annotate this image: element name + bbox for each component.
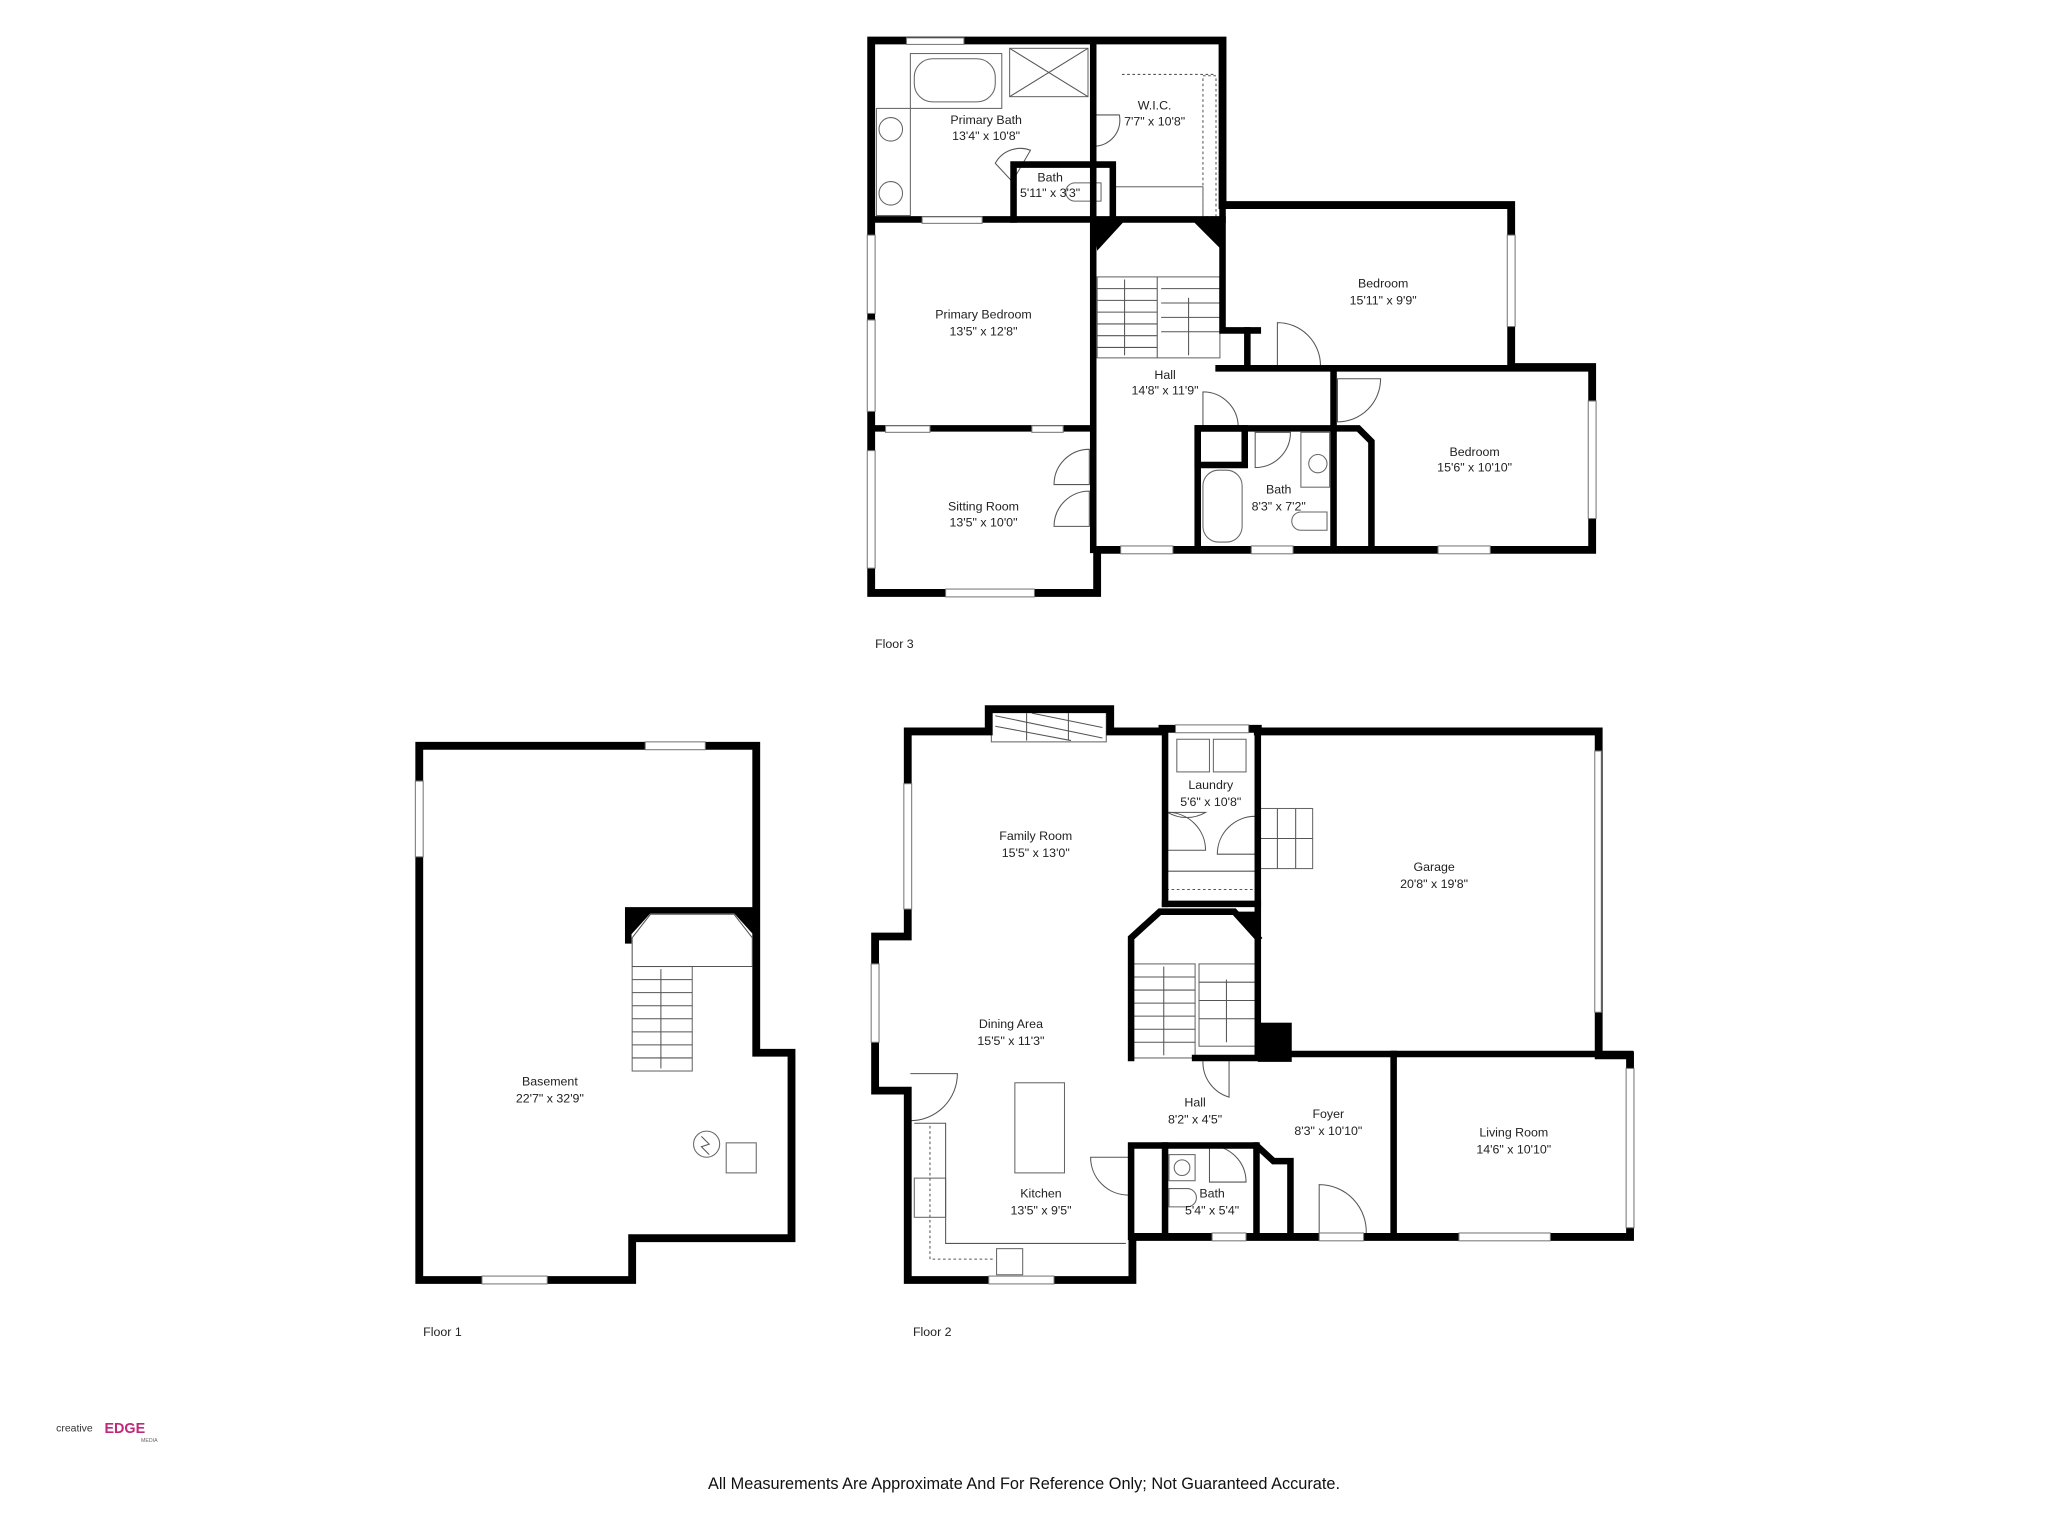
room-size: 15'11" x 9'9": [1350, 293, 1417, 307]
room-name: Dining Area: [979, 1017, 1043, 1031]
door-swing: [910, 1073, 958, 1122]
windows: [866, 37, 1597, 598]
room-size: 5'6" x 10'8": [1180, 795, 1241, 809]
door-swing: [1254, 431, 1291, 469]
staircase: [1096, 276, 1221, 359]
bathtub-icon: [1202, 469, 1243, 543]
sink-icon: [878, 117, 904, 142]
room-size: 13'5" x 9'5": [1010, 1204, 1071, 1218]
room-name: Foyer: [1312, 1107, 1344, 1121]
walls: [415, 741, 796, 1284]
room-size: 13'5" x 12'8": [950, 325, 1018, 339]
room-name: Primary Bedroom: [935, 308, 1031, 322]
room-size: 15'5" x 13'0": [1002, 846, 1070, 860]
shower-icon: [1009, 47, 1089, 98]
room-name: Garage: [1413, 860, 1454, 874]
door-swing: [1276, 322, 1322, 367]
room-name: Hall: [1154, 368, 1175, 382]
toilet-icon: [1291, 511, 1328, 531]
floor-label: Floor 3: [875, 637, 914, 651]
room-size: 5'11" x 3'3": [1020, 186, 1080, 200]
door-swing: [1053, 448, 1090, 486]
furnace-icon: [725, 1142, 757, 1174]
room-name: Bath: [1199, 1187, 1225, 1201]
logo-text: MEDIA: [141, 1438, 158, 1444]
door-swing: [1318, 1184, 1367, 1235]
room-name: Hall: [1184, 1095, 1205, 1109]
room-name: Living Room: [1479, 1125, 1548, 1139]
floor-1-plan: Basement 22'7" x 32'9" Floor 1: [414, 741, 796, 1339]
room-name: Bath: [1037, 171, 1063, 185]
room-name: Family Room: [999, 829, 1072, 843]
room-name: Sitting Room: [948, 500, 1019, 514]
garage-steps: [1259, 807, 1314, 870]
door-swing: [994, 147, 1032, 183]
sink-icon: [1173, 1159, 1191, 1177]
room-name: Primary Bath: [950, 113, 1022, 127]
logo-text: creative: [56, 1424, 93, 1435]
room-size: 22'7" x 32'9": [516, 1091, 584, 1105]
disclaimer: All Measurements Are Approximate And For…: [708, 1475, 1340, 1493]
washer-icon: [1176, 738, 1210, 773]
dryer-icon: [1212, 738, 1247, 773]
room-size: 8'2" x 4'5": [1168, 1112, 1222, 1126]
door-swing: [1202, 1060, 1230, 1098]
fireplace-icon: [990, 710, 1107, 743]
room-size: 15'6" x 10'10": [1437, 461, 1512, 475]
sink-icon: [996, 1248, 1024, 1276]
toilet-icon: [1168, 1188, 1197, 1208]
room-size: 8'3" x 7'2": [1252, 500, 1306, 514]
sink-icon: [1308, 454, 1328, 474]
room-size: 7'7" x 10'8": [1124, 114, 1185, 128]
room-size: 20'8" x 19'8": [1400, 877, 1468, 891]
room-size: 14'8" x 11'9": [1132, 383, 1199, 397]
room-size: 5'4" x 5'4": [1185, 1204, 1239, 1218]
door-swing: [1202, 391, 1239, 428]
room-name: Kitchen: [1020, 1187, 1061, 1201]
room-size: 13'4" x 10'8": [952, 129, 1020, 143]
creative-edge-media-logo: creative EDGE MEDIA: [56, 1421, 158, 1444]
closet-shelf: [1113, 186, 1204, 219]
windows: [414, 741, 706, 1285]
door-swing: [1216, 815, 1256, 855]
room-size: 14'6" x 10'10": [1476, 1142, 1551, 1156]
door-swing: [1053, 490, 1090, 527]
room-name: Basement: [522, 1074, 578, 1088]
floor-label: Floor 2: [913, 1325, 952, 1339]
door-swing: [1167, 811, 1208, 819]
floor-2-plan: Family Room 15'5" x 13'0" Laundry 5'6" x…: [870, 705, 1635, 1339]
bathtub-basin: [913, 58, 996, 103]
room-size: 15'5" x 11'3": [977, 1034, 1044, 1048]
door-swing: [1090, 1156, 1129, 1196]
room-size: 13'5" x 10'0": [950, 515, 1018, 529]
room-name: Bedroom: [1449, 445, 1499, 459]
staircase: [1131, 963, 1259, 1059]
sink-icon: [878, 181, 904, 206]
staircase: [631, 966, 757, 1072]
room-name: Bath: [1266, 483, 1292, 497]
floor-label: Floor 1: [423, 1325, 462, 1339]
room-size: 8'3" x 10'10": [1294, 1124, 1362, 1138]
door-swing: [1167, 811, 1207, 851]
door-swing: [1336, 378, 1382, 423]
room-name: W.I.C.: [1138, 99, 1172, 113]
closet-shelf: [1202, 75, 1217, 218]
door-swing: [1093, 114, 1121, 147]
kitchen-island: [1014, 1082, 1066, 1174]
floor-3-plan: Primary Bath 13'4" x 10'8" W.I.C. 7'7" x…: [866, 36, 1597, 651]
room-name: Laundry: [1188, 778, 1234, 792]
room-name: Bedroom: [1358, 276, 1408, 290]
walls: [871, 705, 1634, 1284]
door-swing: [1208, 1144, 1247, 1183]
logo-text: EDGE: [104, 1421, 145, 1437]
water-heater-icon: [693, 1130, 721, 1158]
windows: [870, 724, 1635, 1285]
